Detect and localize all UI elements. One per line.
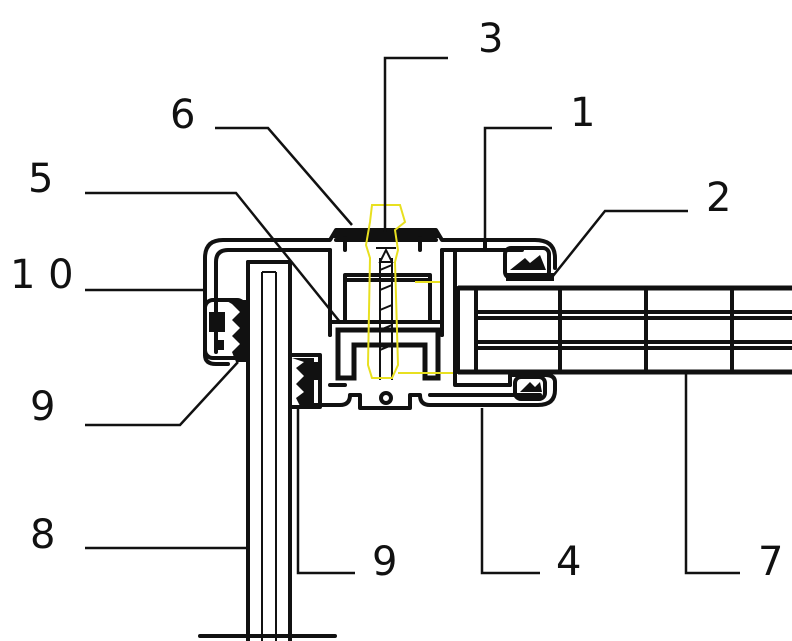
callout-5: 5 (28, 156, 53, 202)
leader-lines (85, 56, 740, 575)
callout-8: 8 (30, 512, 55, 558)
lower-gasket (288, 353, 322, 409)
left-gasket (203, 298, 248, 362)
inner-channel-profile (328, 273, 444, 381)
callout-2: 2 (706, 175, 731, 221)
bottom-profile (308, 366, 557, 410)
top-right-gasket (503, 246, 554, 281)
screw-highlight-outline (364, 204, 455, 379)
fixing-screw (376, 247, 396, 405)
callout-9-upper: 9 (30, 384, 55, 430)
callout-10: 1 0 (10, 252, 74, 298)
cover-cap-strip (332, 230, 440, 252)
wall-panel (198, 260, 337, 641)
callout-9-lower: 9 (372, 539, 397, 585)
polycarbonate-sheet (456, 285, 792, 375)
callout-3: 3 (478, 16, 503, 62)
callout-4: 4 (556, 539, 581, 585)
callout-7: 7 (758, 539, 783, 585)
callout-6: 6 (170, 92, 195, 138)
callout-1: 1 (570, 90, 595, 136)
